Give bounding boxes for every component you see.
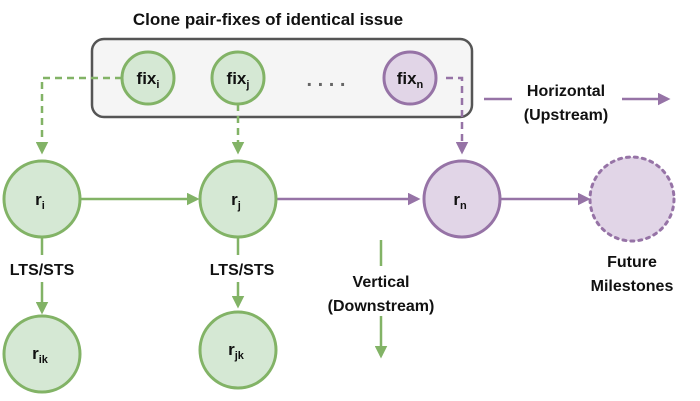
edge-fix-i-to-r-i [35,76,122,155]
milestones-label: Milestones [591,278,674,295]
release-node-j-circle [198,159,278,239]
fix-node-i: fixi [120,50,176,106]
branch-node-ik: rik [2,314,82,394]
branch-node-ik-label: rik [32,344,49,366]
fix-node-j-label: fixj [227,69,250,91]
release-node-i-circle [2,159,82,239]
release-node-n: rn [422,159,502,239]
edge-fix-n-to-r-n [446,76,469,155]
fix-node-j-circle [210,50,266,106]
branch-node-jk-circle [198,310,278,390]
lts-sts-label-j: LTS/STS [210,262,275,279]
release-node-i: ri [2,159,82,239]
fix-node-j: fixj [210,50,266,106]
release-node-j-label: rj [231,190,241,212]
fix-node-n-label: fixn [397,69,424,91]
future-milestones-node [588,155,676,243]
upstream-label: (Upstream) [524,107,608,124]
fix-node-n: fixn [382,50,438,106]
lts-sts-label-i: LTS/STS [10,262,75,279]
branch-node-jk: rjk [198,310,278,390]
horizontal-label: Horizontal [527,83,605,100]
downstream-label: (Downstream) [328,298,435,315]
branch-node-jk-label: rjk [228,340,245,362]
future-label: Future [607,254,657,271]
branch-node-ik-circle [2,314,82,394]
fix-node-n-circle [382,50,438,106]
release-node-i-label: ri [35,190,45,212]
vertical-label: Vertical [353,274,410,291]
diagram-title: Clone pair-fixes of identical issue [133,10,403,29]
fixes-ellipsis: . . . . [307,69,346,91]
fix-node-i-circle [120,50,176,106]
fix-node-i-label: fixi [137,69,160,91]
release-node-n-label: rn [453,190,467,212]
release-node-n-circle [422,159,502,239]
release-node-j: rj [198,159,278,239]
